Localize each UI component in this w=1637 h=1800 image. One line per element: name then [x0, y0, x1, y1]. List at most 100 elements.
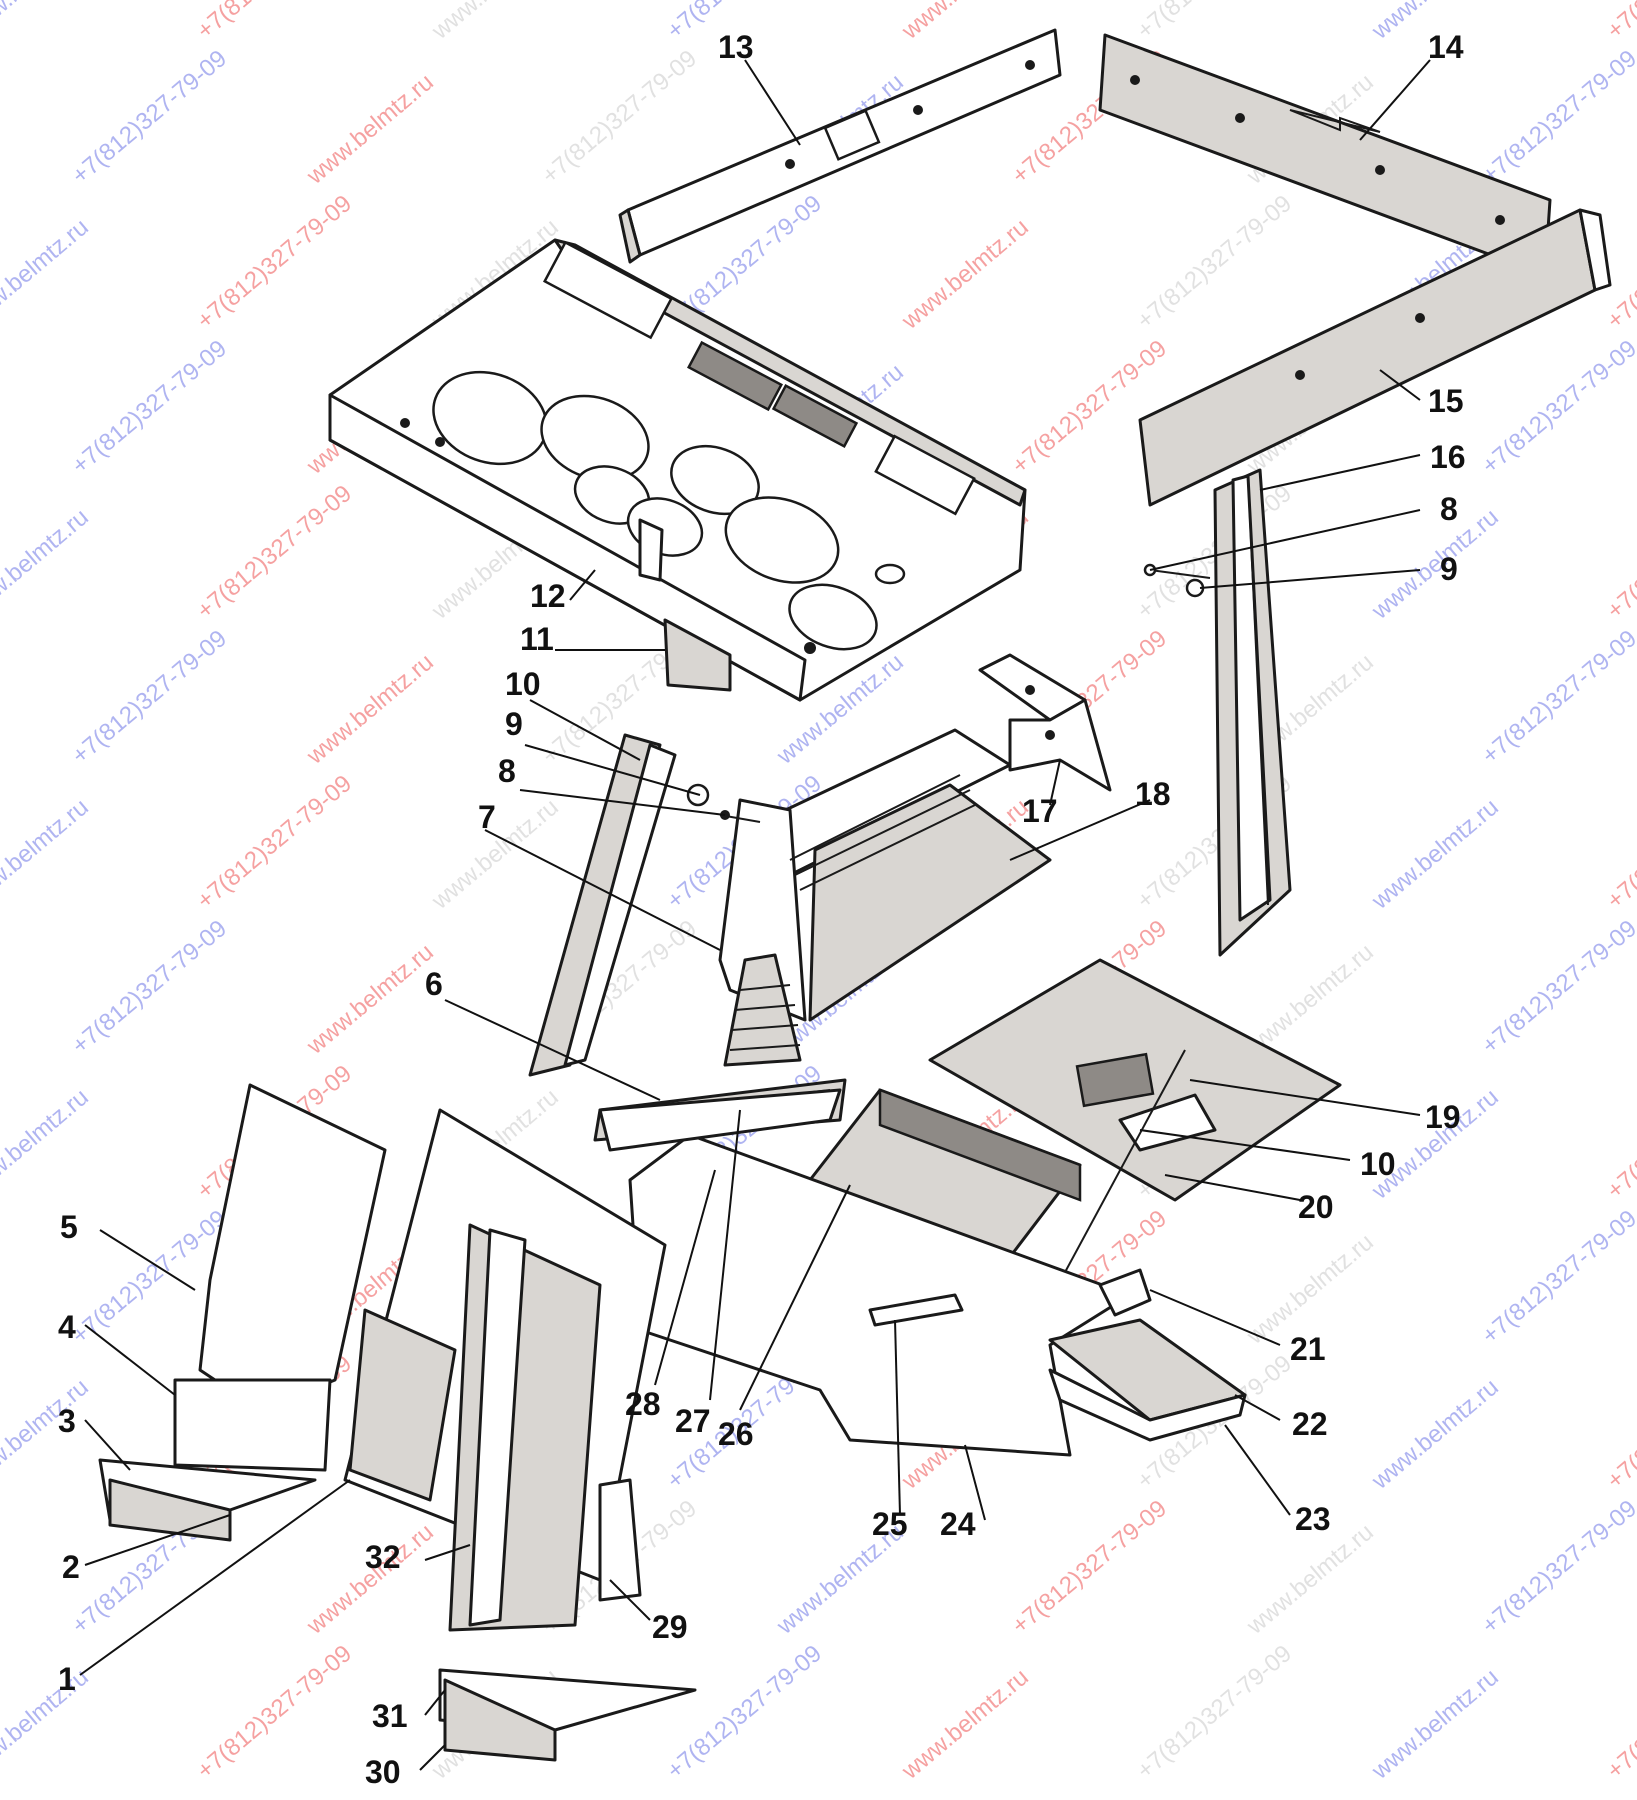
callout-8-right: 8 — [1440, 491, 1458, 527]
callout-28: 28 — [625, 1386, 661, 1422]
callout-17: 17 — [1022, 793, 1058, 829]
watermark-text: www.belmtz.ru — [0, 1084, 94, 1206]
callout-7: 7 — [478, 799, 496, 835]
watermark-text: +7(812)327-79-09 — [1602, 770, 1637, 915]
watermark-text: +7(812)327-79-09 — [1602, 1060, 1637, 1205]
callout-15: 15 — [1428, 383, 1464, 419]
watermark-text: www.belmtz.ru — [426, 0, 564, 45]
watermark-text: +7(812)327-79-09 — [67, 335, 232, 480]
watermark-text: www.belmtz.ru — [896, 0, 1034, 45]
watermark-text: +7(812)327-79-09 — [1477, 335, 1637, 480]
part-14-right-upper-panel — [1098, 33, 1552, 277]
part-15-right-side-panel — [1138, 208, 1612, 507]
watermark-text: www.belmtz.ru — [0, 0, 94, 45]
watermark-text: +7(812)327-79-09 — [662, 1640, 827, 1785]
callout-18: 18 — [1135, 776, 1171, 812]
watermark-text: www.belmtz.ru — [896, 1664, 1034, 1786]
callout-23: 23 — [1295, 1501, 1331, 1537]
part-32-center-pillar — [448, 1223, 642, 1632]
watermark-text: +7(812)327-79-09 — [192, 0, 357, 45]
callout-11: 11 — [520, 621, 554, 657]
part-12-instrument-panel — [328, 238, 1027, 702]
watermark-text: +7(812)327-79-09 — [67, 915, 232, 1060]
bolt-right — [1143, 563, 1211, 598]
callout-8-left: 8 — [498, 753, 516, 789]
watermark-text: +7(812)327-79-09 — [1477, 45, 1637, 190]
callout-27: 27 — [675, 1403, 711, 1439]
part-13-rear-upper-panel — [618, 28, 1062, 264]
watermark-text: +7(812)327-79-09 — [1477, 1495, 1637, 1640]
watermark-text: www.belmtz.ru — [301, 649, 439, 771]
watermark-text: www.belmtz.ru — [896, 214, 1034, 336]
callout-21: 21 — [1290, 1331, 1326, 1367]
bolt-left — [686, 783, 761, 823]
part-18-console-housing — [718, 728, 1052, 1022]
part-30-bottom-bracket — [438, 1668, 697, 1762]
callout-10-right: 10 — [1360, 1146, 1396, 1182]
callout-9-right: 9 — [1440, 551, 1458, 587]
watermark-text: +7(812)327-79-09 — [1602, 480, 1637, 625]
watermark-text: +7(812)327-79-09 — [1477, 1205, 1637, 1350]
watermark-text: +7(812)327-79-09 — [192, 770, 357, 915]
watermark-text: +7(812)327-79-09 — [67, 45, 232, 190]
callout-9-left: 9 — [505, 706, 523, 742]
callout-25: 25 — [872, 1506, 908, 1542]
callout-26: 26 — [718, 1416, 754, 1452]
part-17-bracket — [978, 653, 1112, 792]
leader-lines — [79, 59, 1431, 1771]
callout-29: 29 — [652, 1609, 688, 1645]
watermark-text: +7(812)327-79-09 — [1132, 1640, 1297, 1785]
watermark-text: www.belmtz.ru — [1366, 1374, 1504, 1496]
callout-5: 5 — [60, 1209, 78, 1245]
watermark-text: +7(812)327-79-09 — [192, 1640, 357, 1785]
watermark-text: +7(812)327-79-09 — [67, 625, 232, 770]
callout-16: 16 — [1430, 439, 1466, 475]
watermark-text: +7(812)327-79-09 — [537, 45, 702, 190]
callout-numbers: 13 14 15 16 8 9 12 11 10 9 8 7 6 17 18 1… — [58, 29, 1466, 1790]
callout-10-left: 10 — [505, 666, 541, 702]
watermark-text: www.belmtz.ru — [0, 1374, 94, 1496]
part-10-left-pillar — [528, 733, 677, 1077]
callout-14: 14 — [1428, 29, 1464, 65]
part-16-right-pillar — [1213, 468, 1292, 957]
part-24-floor-plate — [598, 1088, 1132, 1457]
watermark-text: +7(812)327-79-09 — [1602, 0, 1637, 45]
callout-24: 24 — [940, 1506, 976, 1542]
callout-12: 12 — [530, 578, 566, 614]
callout-13: 13 — [718, 29, 754, 65]
watermark-text: +7(812)327-79-09 — [1602, 1350, 1637, 1495]
part-22-step — [1048, 1268, 1247, 1442]
part-5-panel — [173, 1083, 387, 1472]
callout-1: 1 — [58, 1661, 76, 1697]
part-25-strap — [868, 1293, 964, 1327]
callout-31: 31 — [372, 1698, 408, 1734]
watermark-text: +7(812)327-79-09 — [192, 480, 357, 625]
watermark-text: www.belmtz.ru — [0, 1664, 94, 1786]
watermark-text: www.belmtz.ru — [1366, 794, 1504, 916]
watermark-text: www.belmtz.ru — [0, 794, 94, 916]
callout-20: 20 — [1298, 1189, 1334, 1225]
watermark-text: +7(812)327-79-09 — [1132, 190, 1297, 335]
watermark-text: www.belmtz.ru — [1241, 939, 1379, 1061]
callout-3: 3 — [58, 1403, 76, 1439]
callout-19: 19 — [1425, 1099, 1461, 1135]
callout-32: 32 — [365, 1539, 401, 1575]
part-19-floor-plate — [928, 958, 1342, 1301]
watermark-text: +7(812)327-79-09 — [1007, 1495, 1172, 1640]
callout-4: 4 — [58, 1309, 76, 1345]
callout-22: 22 — [1292, 1406, 1328, 1442]
callout-30: 30 — [365, 1754, 401, 1790]
callout-6: 6 — [425, 966, 443, 1002]
watermark-text: +7(812)327-79-09 — [1477, 915, 1637, 1060]
watermark-text: www.belmtz.ru — [1366, 1664, 1504, 1786]
watermark-text: www.belmtz.ru — [1366, 504, 1504, 626]
watermark-text: www.belmtz.ru — [0, 214, 94, 336]
watermark-text: +7(812)327-79-09 — [1477, 625, 1637, 770]
watermark-text: www.belmtz.ru — [301, 1519, 439, 1641]
watermark-text: +7(812)327-79-09 — [1132, 0, 1297, 45]
watermark-text: +7(812)327-79-09 — [192, 190, 357, 335]
watermark-text: +7(812)327-79-09 — [1602, 1640, 1637, 1785]
watermark-text: www.belmtz.ru — [0, 504, 94, 626]
